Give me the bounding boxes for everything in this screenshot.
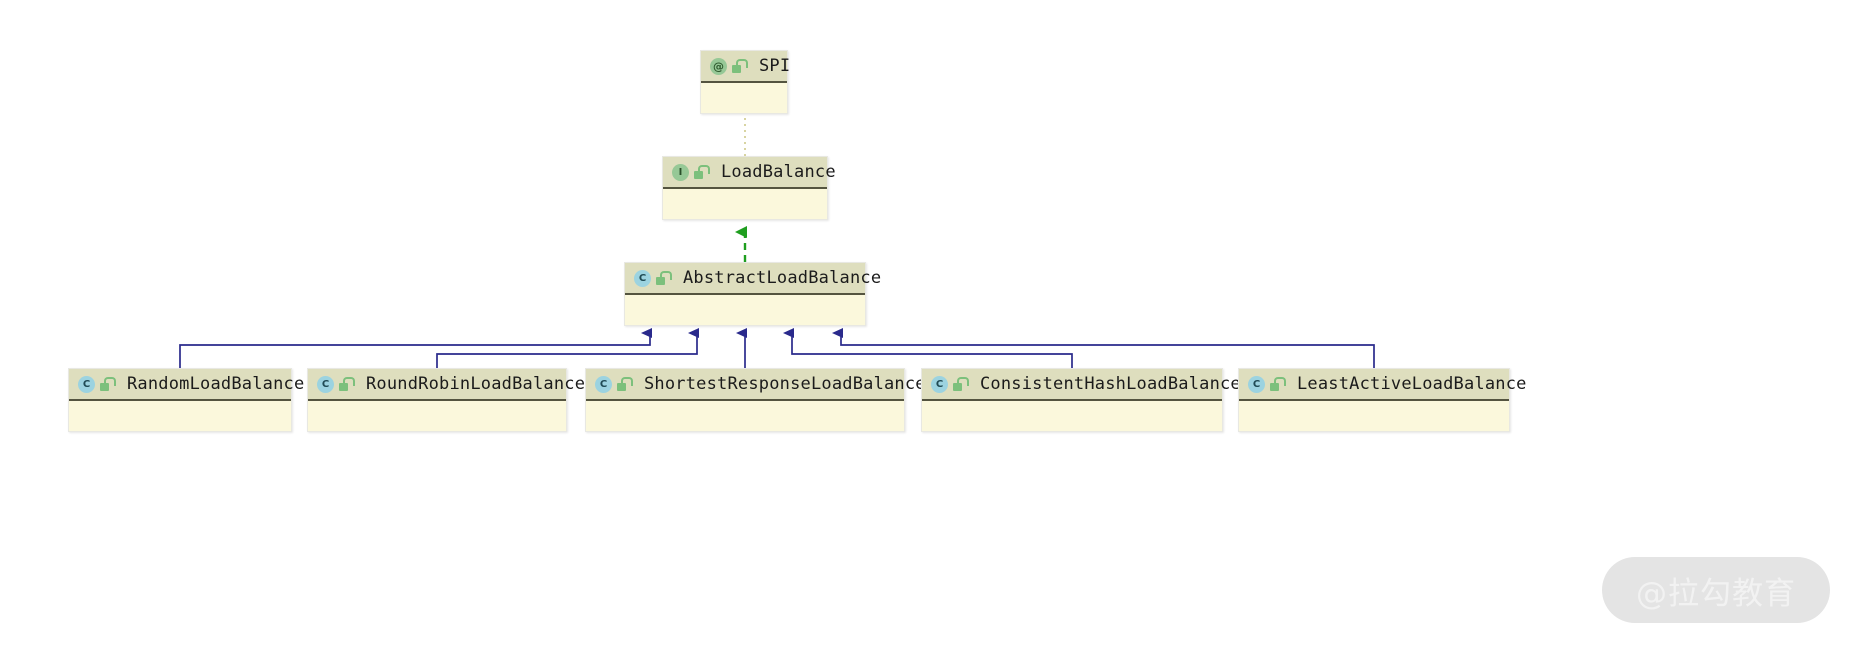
uml-node-title: RandomLoadBalance [127, 374, 305, 394]
interface-icon: I [672, 163, 689, 181]
uml-node-title: ConsistentHashLoadBalance [980, 374, 1241, 394]
watermark: @拉勾教育 [1602, 557, 1830, 623]
uml-node-header: C ConsistentHashLoadBalance [922, 369, 1241, 401]
uml-node-abstractloadbalance[interactable]: C AbstractLoadBalance [624, 262, 881, 326]
class-icon: C [1248, 375, 1265, 393]
uml-node-header: I LoadBalance [663, 157, 836, 189]
uml-node-members [701, 83, 787, 113]
edge-random-to-abstract [179, 328, 652, 368]
uml-node-members [625, 295, 865, 325]
edge-leastactive-to-abstract [832, 328, 1375, 368]
uml-node-consistenthashloadbalance[interactable]: C ConsistentHashLoadBalance [921, 368, 1241, 432]
uml-node-header: C RoundRobinLoadBalance [308, 369, 585, 401]
class-icon: C [931, 375, 948, 393]
uml-node-randomloadbalance[interactable]: C RandomLoadBalance [68, 368, 304, 432]
uml-node-members [308, 401, 566, 431]
unlocked-padlock-icon [953, 377, 969, 391]
edge-consistenthash-to-abstract [783, 328, 1073, 368]
uml-node-title: SPI [759, 56, 791, 76]
uml-node-spi[interactable]: @ SPI [700, 50, 791, 114]
watermark-text: @拉勾教育 [1636, 575, 1796, 612]
uml-node-header: C LeastActiveLoadBalance [1239, 369, 1526, 401]
unlocked-padlock-icon [100, 377, 116, 391]
uml-node-header: C ShortestResponseLoadBalance [586, 369, 926, 401]
uml-node-members [69, 401, 291, 431]
unlocked-padlock-icon [1270, 377, 1286, 391]
uml-node-members [922, 401, 1222, 431]
class-icon: C [634, 269, 651, 287]
uml-node-title: ShortestResponseLoadBalance [644, 374, 926, 394]
unlocked-padlock-icon [339, 377, 355, 391]
uml-node-title: LoadBalance [721, 162, 836, 182]
uml-node-roundrobinloadbalance[interactable]: C RoundRobinLoadBalance [307, 368, 585, 432]
edge-roundrobin-to-abstract [436, 328, 699, 368]
class-icon: C [317, 375, 334, 393]
uml-node-members [1239, 401, 1509, 431]
uml-node-title: RoundRobinLoadBalance [366, 374, 586, 394]
uml-node-shortestresponseloadbalance[interactable]: C ShortestResponseLoadBalance [585, 368, 926, 432]
uml-node-title: AbstractLoadBalance [683, 268, 882, 288]
uml-node-members [586, 401, 904, 431]
uml-node-header: C RandomLoadBalance [69, 369, 304, 401]
unlocked-padlock-icon [617, 377, 633, 391]
uml-node-loadbalance[interactable]: I LoadBalance [662, 156, 836, 220]
unlocked-padlock-icon [732, 59, 748, 73]
class-icon: C [595, 375, 612, 393]
unlocked-padlock-icon [694, 165, 710, 179]
uml-node-header: @ SPI [701, 51, 791, 83]
uml-node-members [663, 189, 827, 219]
uml-node-leastactiveloadbalance[interactable]: C LeastActiveLoadBalance [1238, 368, 1526, 432]
class-icon: C [78, 375, 95, 393]
uml-node-header: C AbstractLoadBalance [625, 263, 881, 295]
unlocked-padlock-icon [656, 271, 672, 285]
uml-node-title: LeastActiveLoadBalance [1297, 374, 1527, 394]
annotation-icon: @ [710, 57, 727, 75]
